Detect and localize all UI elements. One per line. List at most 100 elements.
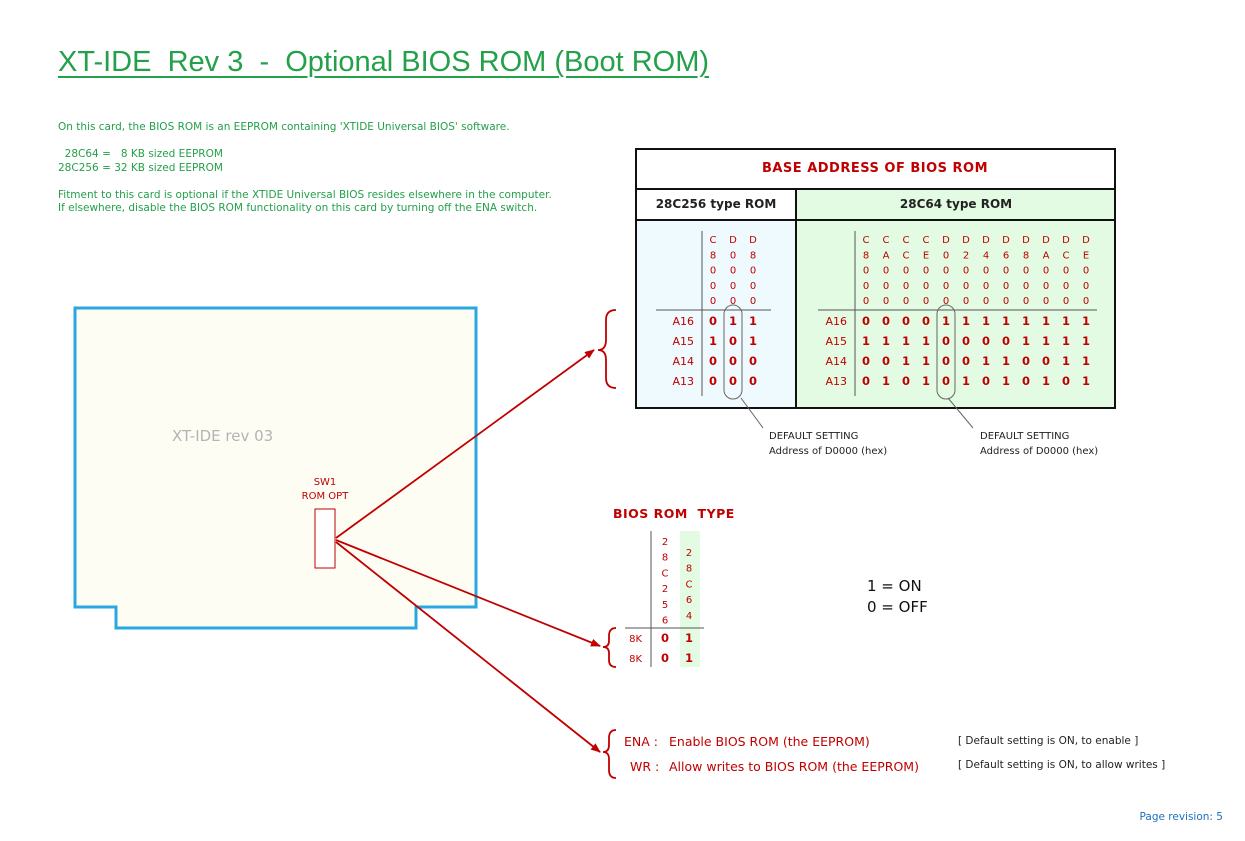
address-digit: 0	[1003, 266, 1009, 277]
page-title: XT-IDE Rev 3 - Optional BIOS ROM (Boot R…	[58, 46, 710, 78]
address-digit: 0	[863, 296, 869, 307]
switch-bit: 0	[902, 314, 910, 328]
left-table-header: 28C256 type ROM	[656, 197, 777, 211]
wr-key: WR :	[630, 759, 659, 774]
switch-bit: 0	[982, 374, 990, 388]
switch-bit: 1	[982, 314, 990, 328]
address-digit: 0	[1083, 296, 1089, 307]
switch-bit: 1	[685, 651, 693, 665]
address-digit: 0	[943, 250, 949, 261]
address-digit: 0	[923, 266, 929, 277]
switch-bit: 0	[862, 354, 870, 368]
address-line-label: A13	[672, 375, 694, 388]
address-digit: 0	[963, 296, 969, 307]
address-digit: 0	[883, 296, 889, 307]
address-line-label: A14	[825, 355, 847, 368]
address-digit: D	[749, 235, 757, 246]
arrow-to-enable	[335, 541, 601, 753]
address-digit: 0	[1003, 281, 1009, 292]
address-digit: A	[1043, 250, 1050, 261]
size-8k-text: 28C64 = 8 KB sized EEPROM	[58, 148, 223, 160]
address-digit: D	[1022, 235, 1030, 246]
switch-bit: 1	[749, 334, 757, 348]
switch-bit: 1	[902, 354, 910, 368]
address-digit: 8	[710, 250, 716, 261]
default-address-left: Address of D0000 (hex)	[769, 446, 887, 457]
address-digit: 0	[883, 281, 889, 292]
address-digit: 2	[963, 250, 969, 261]
switch-bit: 0	[862, 374, 870, 388]
address-digit: C	[903, 235, 910, 246]
ena-default: [ Default setting is ON, to enable ]	[958, 735, 1138, 747]
address-digit: 4	[983, 250, 989, 261]
switch-bit: 0	[942, 374, 950, 388]
switch-bit: 1	[882, 334, 890, 348]
rom-type-digit: C	[686, 579, 693, 590]
ena-key: ENA :	[624, 734, 658, 749]
address-digit: 0	[710, 266, 716, 277]
legend-on: 1 = ON	[867, 577, 922, 595]
address-digit: 0	[923, 296, 929, 307]
switch-bit: 0	[882, 354, 890, 368]
address-digit: 0	[1063, 296, 1069, 307]
switch-bit: 1	[1082, 314, 1090, 328]
address-digit: 0	[750, 296, 756, 307]
sw1-switch	[314, 508, 336, 569]
address-digit: 0	[1063, 281, 1069, 292]
address-digit: D	[1002, 235, 1010, 246]
switch-bit: 1	[1062, 314, 1070, 328]
board-outline	[73, 306, 478, 630]
default-address-right: Address of D0000 (hex)	[980, 446, 1098, 457]
rom-type-digit: 2	[662, 537, 668, 548]
address-digit: 0	[1043, 266, 1049, 277]
address-digit: 0	[1063, 266, 1069, 277]
address-digit: 0	[903, 281, 909, 292]
address-digit: 0	[983, 281, 989, 292]
address-digit: 0	[730, 266, 736, 277]
switch-bit: 1	[962, 374, 970, 388]
address-line-label: A15	[672, 335, 694, 348]
default-note-right: DEFAULT SETTING	[980, 431, 1069, 442]
switch-bit: 0	[1042, 354, 1050, 368]
switch-bit: 0	[962, 334, 970, 348]
fitment-text-2: If elsewhere, disable the BIOS ROM funct…	[58, 202, 538, 214]
default-pointer-right	[947, 397, 974, 429]
arrows	[335, 349, 601, 753]
rom-type-digit: 6	[662, 616, 668, 627]
wr-default: [ Default setting is ON, to allow writes…	[958, 759, 1165, 771]
arrow-to-rom-type	[335, 539, 601, 647]
switch-bit: 1	[729, 314, 737, 328]
address-digit: 0	[983, 266, 989, 277]
address-digit: 0	[863, 266, 869, 277]
switch-bit: 1	[882, 374, 890, 388]
address-line-label: A14	[672, 355, 694, 368]
base-address-table: BASE ADDRESS OF BIOS ROM 28C256 type ROM…	[635, 148, 1116, 409]
switch-bit: 1	[1062, 354, 1070, 368]
board-label: XT-IDE rev 03	[172, 427, 273, 445]
switch-bit: 0	[709, 374, 717, 388]
rom-type-digit: 2	[662, 584, 668, 595]
rom-type-digit: 8	[662, 553, 668, 564]
switch-bit: 1	[922, 334, 930, 348]
switch-bit: 0	[709, 354, 717, 368]
switch-sublabel: ROM OPT	[302, 491, 350, 502]
address-digit: 0	[1003, 296, 1009, 307]
switch-bit: 1	[1002, 374, 1010, 388]
intro-text: On this card, the BIOS ROM is an EEPROM …	[58, 121, 510, 133]
address-digit: 6	[1003, 250, 1009, 261]
address-digit: D	[942, 235, 950, 246]
address-digit: 8	[1023, 250, 1029, 261]
rom-type-digit: 8	[686, 564, 692, 575]
address-digit: 0	[943, 296, 949, 307]
switch-bit: 1	[1082, 354, 1090, 368]
switch-bit: 1	[1082, 334, 1090, 348]
rom-type-digit: 4	[686, 611, 692, 622]
brace-enable	[602, 729, 617, 779]
address-digit: 0	[943, 266, 949, 277]
address-digit: 0	[730, 281, 736, 292]
switch-bit: 0	[661, 651, 669, 665]
address-digit: 0	[863, 281, 869, 292]
address-digit: 0	[1083, 266, 1089, 277]
